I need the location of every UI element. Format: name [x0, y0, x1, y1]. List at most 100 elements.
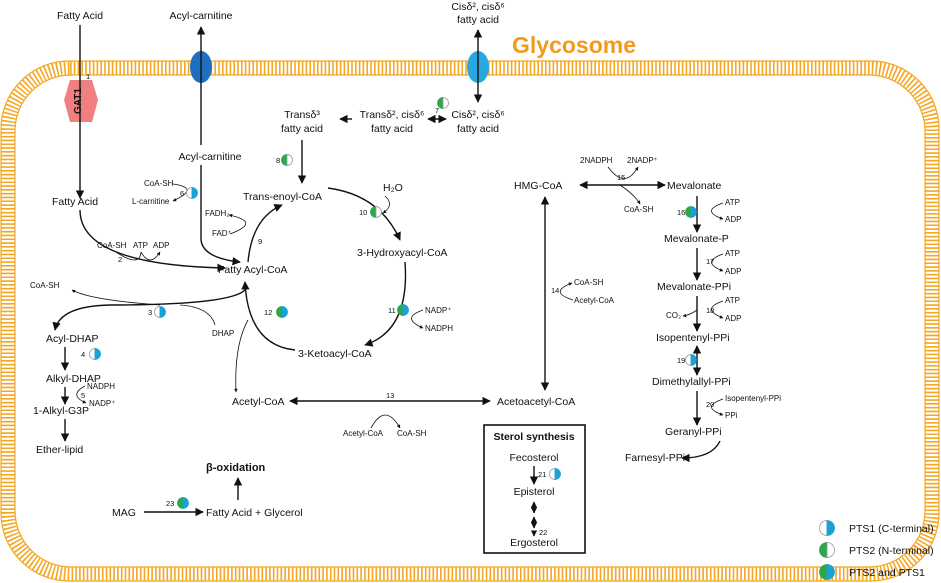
ppi-20: PPi — [725, 411, 738, 420]
acyl-carnitine-inside: Acyl-carnitine — [178, 151, 241, 163]
sterol-synthesis-title: Sterol synthesis — [493, 431, 574, 443]
nadph-11: NADPH — [425, 324, 453, 333]
legend-pts2-icon — [819, 542, 835, 558]
coash-3: CoA-SH — [30, 281, 60, 290]
step-23-pts-icon — [177, 497, 189, 509]
mevalonate-ppi: Mevalonate-PPi — [657, 281, 731, 293]
3-hydroxyacyl-coa: 3-Hydroxyacyl-CoA — [357, 247, 447, 259]
step-18-number: 18 — [706, 306, 714, 315]
fecosterol: Fecosterol — [509, 452, 558, 464]
step-8-number: 8 — [276, 156, 280, 165]
acetyl-coa: Acetyl-CoA — [232, 396, 285, 408]
pts-icons — [89, 97, 697, 509]
coash-6: CoA-SH — [144, 179, 174, 188]
nadph-15: 2NADPH — [580, 156, 613, 165]
fadh2: FADH₂ — [205, 209, 229, 218]
step-14-number: 14 — [551, 286, 559, 295]
trans-enoyl-coa: Trans-enoyl-CoA — [243, 191, 322, 203]
step-13-number: 13 — [386, 391, 394, 400]
step-22-number: 22 — [539, 528, 547, 537]
acetyl-coa-13: Acetyl-CoA — [343, 429, 384, 438]
legend-both-icon — [819, 564, 835, 580]
ether-lipid: Ether-lipid — [36, 444, 83, 456]
glycosome-title: Glycosome — [512, 32, 636, 58]
fatty-acyl-coa: Fatty Acyl-CoA — [218, 264, 287, 276]
acyl-dhap: Acyl-DHAP — [46, 333, 99, 345]
adp-18: ADP — [725, 314, 741, 323]
step-7-number: 7 — [435, 106, 439, 115]
step-9-number: 9 — [258, 237, 262, 246]
3-ketoacyl-coa: 3-Ketoacyl-CoA — [298, 348, 372, 360]
step-15-number: 15 — [617, 173, 625, 182]
cis-fatty-acid-inside-l1: Cisδ², cisδ⁶ — [451, 109, 504, 121]
legend: PTS1 (C-terminal) PTS2 (N-terminal) PTS2… — [819, 520, 934, 580]
step-11-pts-icon — [397, 304, 409, 316]
legend-pts1-icon — [819, 520, 835, 536]
step-19-number: 19 — [677, 356, 685, 365]
atp-2: ATP — [133, 241, 148, 250]
trans3-fatty-acid-l2: fatty acid — [281, 123, 323, 135]
mevalonate-p: Mevalonate-P — [664, 233, 729, 245]
geranyl-ppi: Geranyl-PPi — [665, 426, 722, 438]
alkyl-dhap: Alkyl-DHAP — [46, 373, 101, 385]
coash-2: CoA-SH — [97, 241, 127, 250]
nadp-5: NADP⁺ — [89, 399, 115, 408]
ergosterol: Ergosterol — [510, 537, 558, 549]
fatty-acid-outside: Fatty Acid — [57, 10, 103, 22]
step-10-pts-icon — [370, 206, 382, 218]
gat1-transporter: GAT1 — [64, 80, 98, 122]
step-17-number: 17 — [706, 257, 714, 266]
farnesyl-ppi: Farnesyl-PPi — [625, 452, 685, 464]
step-3-number: 3 — [148, 308, 152, 317]
step-16-number: 16 — [677, 208, 685, 217]
step-1-number: 1 — [86, 72, 90, 81]
trans-cis-fatty-acid-l1: Transδ², cisδ⁶ — [360, 109, 425, 121]
step-6-number: 6 — [180, 189, 184, 198]
step-16-pts-icon — [685, 206, 697, 218]
step-2-number: 2 — [118, 255, 122, 264]
step-20-number: 20 — [706, 400, 714, 409]
h2o: H₂O — [383, 182, 403, 194]
atp-16: ATP — [725, 198, 740, 207]
cis-fatty-acid-inside-l2: fatty acid — [457, 123, 499, 135]
fatty-acid-inside: Fatty Acid — [52, 196, 98, 208]
nadp-15: 2NADP⁺ — [627, 156, 658, 165]
step-numbers: 2 3 4 5 6 7 8 9 10 11 12 13 14 15 16 17 … — [81, 106, 714, 537]
l-carnitine: L-carnitine — [132, 197, 170, 206]
step-5-number: 5 — [81, 391, 85, 400]
episterol: Episterol — [514, 486, 555, 498]
step-4-pts-icon — [89, 348, 101, 360]
1-alkyl-g3p: 1-Alkyl-G3P — [33, 405, 89, 417]
trans3-fatty-acid-l1: Transδ³ — [284, 109, 320, 121]
step-3-pts-icon — [154, 306, 166, 318]
step-21-number: 21 — [538, 470, 546, 479]
fad: FAD⁺ — [212, 229, 232, 238]
coash-14: CoA-SH — [574, 278, 604, 287]
atp-18: ATP — [725, 296, 740, 305]
nadph-5: NADPH — [87, 382, 115, 391]
dhap: DHAP — [212, 329, 234, 338]
step-4-number: 4 — [81, 350, 85, 359]
step-12-pts-icon — [276, 306, 288, 318]
acetyl-coa-14: Acetyl-CoA — [574, 296, 615, 305]
adp-17: ADP — [725, 267, 741, 276]
legend-pts2-label: PTS2 (N-terminal) — [849, 545, 934, 557]
legend-pts1-label: PTS1 (C-terminal) — [849, 523, 934, 535]
acetoacetyl-coa: Acetoacetyl-CoA — [497, 396, 575, 408]
hmg-coa: HMG-CoA — [514, 180, 562, 192]
ipp-20: Isopentenyl-PPi — [725, 394, 781, 403]
coash-15: CoA-SH — [624, 205, 654, 214]
mevalonate: Mevalonate — [667, 180, 721, 192]
glycosome-membrane — [0, 60, 940, 582]
step-7-pts-icon — [437, 97, 449, 109]
co2-18: CO₂ — [666, 311, 681, 320]
fatty-acid-glycerol: Fatty Acid + Glycerol — [206, 507, 303, 519]
dimethylallyl-ppi: Dimethylallyl-PPi — [652, 376, 731, 388]
coash-13: CoA-SH — [397, 429, 427, 438]
step-6-pts-icon — [186, 187, 198, 199]
legend-both-label: PTS2 and PTS1 — [849, 567, 925, 579]
step-21-pts-icon — [549, 468, 561, 480]
nadp-11: NADP⁺ — [425, 306, 451, 315]
adp-16: ADP — [725, 215, 741, 224]
